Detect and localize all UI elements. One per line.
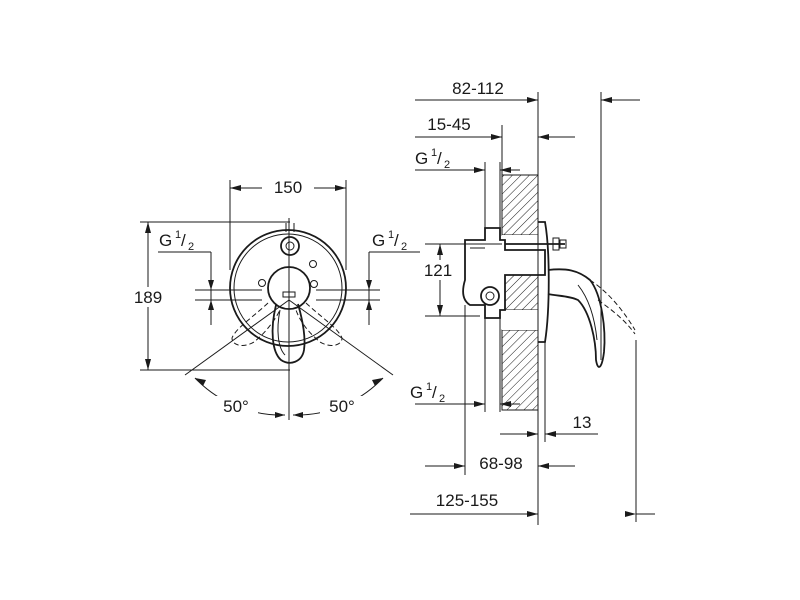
svg-text:1: 1: [175, 229, 181, 241]
rosette-plate: [229, 229, 347, 347]
wall-section-lower: [501, 329, 539, 411]
svg-text:2: 2: [444, 159, 450, 171]
wall-depth-label: 15-45: [427, 115, 470, 134]
svg-text:/: /: [437, 149, 442, 168]
right-thread-label: G 1 / 2: [372, 229, 407, 253]
svg-text:2: 2: [188, 241, 194, 253]
plate-thickness-label: 13: [573, 413, 592, 432]
svg-text:/: /: [181, 231, 186, 250]
svg-text:G: G: [372, 231, 385, 250]
lever-swing-ghost: [589, 279, 636, 331]
wall-section-upper: [501, 174, 539, 236]
bottom-thread-label: G 1 / 2: [410, 381, 445, 405]
right-angle-label: 50°: [329, 397, 355, 416]
svg-text:G: G: [410, 383, 423, 402]
svg-text:2: 2: [401, 241, 407, 253]
overall-depth-label: 125-155: [436, 491, 498, 510]
lever-ghost-left: [231, 302, 281, 346]
svg-text:1: 1: [426, 381, 432, 393]
height-dimension-label: 189: [134, 288, 162, 307]
side-view: 82-112 15-45 G 1 / 2 121: [410, 74, 655, 525]
left-thread-label: G 1 / 2: [159, 229, 194, 253]
top-thread-label: G 1 / 2: [415, 147, 450, 171]
front-view: 150 189 G 1 / 2 G 1 / 2: [128, 172, 420, 420]
width-dimension-label: 150: [274, 178, 302, 197]
lever-ghost-right: [295, 302, 343, 346]
lever-handle: [271, 303, 306, 364]
cover-plate: [538, 221, 550, 343]
body-depth-label: 68-98: [479, 454, 522, 473]
svg-text:G: G: [159, 231, 172, 250]
outlet-port-icon: [480, 286, 500, 306]
diverter-knob-icon: [280, 236, 300, 256]
depth-total-label: 82-112: [452, 79, 504, 98]
svg-text:1: 1: [388, 229, 394, 241]
svg-text:G: G: [415, 149, 428, 168]
svg-text:/: /: [394, 231, 399, 250]
svg-text:/: /: [432, 383, 437, 402]
svg-text:1: 1: [431, 147, 437, 159]
svg-text:2: 2: [439, 393, 445, 405]
connection-height-label: 121: [424, 261, 452, 280]
rosette-inner-ring: [233, 233, 343, 343]
lever-profile: [547, 268, 606, 368]
left-angle-label: 50°: [223, 397, 249, 416]
